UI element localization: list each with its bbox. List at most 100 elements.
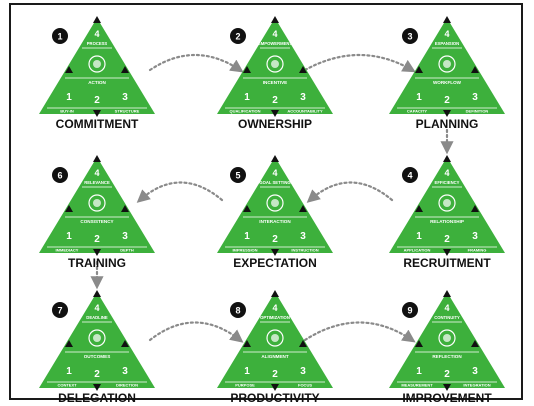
right-word: ACCOUNTABILITY bbox=[287, 109, 323, 114]
stage-label: EXPECTATION bbox=[233, 256, 317, 270]
marker-arrow-icon bbox=[299, 66, 307, 73]
corner-digit: 2 bbox=[444, 234, 450, 245]
marker-arrow-icon bbox=[271, 110, 279, 117]
top-word: RELEVANCE bbox=[84, 180, 110, 185]
marker-arrow-icon bbox=[443, 384, 451, 391]
wreath-center-icon bbox=[271, 60, 279, 68]
marker-arrow-icon bbox=[121, 66, 129, 73]
step-number: 5 bbox=[235, 171, 240, 181]
step-number-badge bbox=[230, 167, 246, 183]
center-word: INCENTIVE bbox=[263, 80, 288, 85]
stage-label: TRAINING bbox=[68, 256, 126, 270]
top-word: EMPOWERMENT bbox=[258, 41, 292, 46]
wreath-emblem-icon bbox=[88, 194, 106, 212]
stage-label: IMPROVEMENT bbox=[402, 391, 492, 405]
corner-digit: 4 bbox=[444, 29, 449, 39]
step-number: 3 bbox=[407, 32, 412, 42]
center-word: OUTCOMES bbox=[84, 354, 111, 359]
marker-arrow-icon bbox=[93, 290, 101, 297]
corner-digit: 4 bbox=[94, 303, 99, 313]
step-number-badge bbox=[230, 28, 246, 44]
wreath-emblem-icon bbox=[266, 329, 284, 347]
corner-digit: 3 bbox=[122, 366, 128, 377]
corner-digit: 3 bbox=[300, 231, 306, 242]
top-word: GOAL SETTING bbox=[259, 180, 290, 185]
marker-arrow-icon bbox=[443, 110, 451, 117]
step-number-badge bbox=[402, 167, 418, 183]
marker-arrow-icon bbox=[93, 110, 101, 117]
left-word: CAPACITY bbox=[407, 109, 427, 114]
left-word: QUALIFICATION bbox=[229, 109, 260, 114]
wreath-center-icon bbox=[443, 334, 451, 342]
step-number: 7 bbox=[57, 306, 62, 316]
corner-digit: 4 bbox=[94, 168, 99, 178]
step-number: 4 bbox=[407, 171, 412, 181]
center-word: ALIGNMENT bbox=[261, 354, 288, 359]
right-word: FOCUS bbox=[298, 383, 312, 388]
center-word: WORKFLOW bbox=[433, 80, 462, 85]
corner-digit: 1 bbox=[66, 366, 72, 377]
marker-arrow-icon bbox=[443, 249, 451, 256]
stage-label: RECRUITMENT bbox=[403, 256, 491, 270]
corner-digit: 1 bbox=[244, 231, 250, 242]
marker-arrow-icon bbox=[271, 249, 279, 256]
corner-digit: 3 bbox=[122, 231, 128, 242]
corner-digit: 3 bbox=[472, 92, 478, 103]
right-word: DEFINITION bbox=[466, 109, 489, 114]
step-number: 2 bbox=[235, 32, 240, 42]
step-number: 1 bbox=[57, 32, 62, 42]
marker-arrow-icon bbox=[271, 384, 279, 391]
marker-arrow-icon bbox=[271, 155, 279, 162]
corner-digit: 2 bbox=[94, 234, 100, 245]
corner-digit: 2 bbox=[94, 95, 100, 106]
top-word: OPTIMIZATION bbox=[260, 315, 290, 320]
marker-arrow-icon bbox=[243, 340, 251, 347]
marker-arrow-icon bbox=[271, 290, 279, 297]
stage-label: PRODUCTIVITY bbox=[230, 391, 319, 405]
wreath-center-icon bbox=[93, 334, 101, 342]
marker-arrow-icon bbox=[299, 205, 307, 212]
left-word: IMPRESSION bbox=[232, 248, 257, 253]
corner-digit: 1 bbox=[416, 366, 422, 377]
wreath-center-icon bbox=[93, 199, 101, 207]
wreath-emblem-icon bbox=[438, 194, 456, 212]
corner-digit: 4 bbox=[272, 303, 277, 313]
stage-label: DELEGATION bbox=[58, 391, 136, 405]
step-number-badge bbox=[230, 302, 246, 318]
center-word: ACTION bbox=[88, 80, 106, 85]
corner-digit: 4 bbox=[272, 29, 277, 39]
center-word: CONSISTENCY bbox=[80, 219, 113, 224]
step-number: 8 bbox=[235, 306, 240, 316]
top-word: DEADLINE bbox=[86, 315, 108, 320]
wreath-center-icon bbox=[443, 60, 451, 68]
wreath-center-icon bbox=[271, 199, 279, 207]
marker-arrow-icon bbox=[415, 340, 423, 347]
arrow-8-to-9 bbox=[303, 321, 416, 343]
wreath-emblem-icon bbox=[438, 55, 456, 73]
marker-arrow-icon bbox=[65, 205, 73, 212]
center-word: REFLECTION bbox=[432, 354, 462, 359]
corner-digit: 4 bbox=[444, 168, 449, 178]
marker-arrow-icon bbox=[65, 66, 73, 73]
step-number-badge bbox=[52, 302, 68, 318]
marker-arrow-icon bbox=[93, 384, 101, 391]
corner-digit: 3 bbox=[300, 92, 306, 103]
top-word: EFFICIENCY bbox=[435, 180, 460, 185]
corner-digit: 3 bbox=[472, 366, 478, 377]
step-number-badge bbox=[52, 28, 68, 44]
step-number: 9 bbox=[407, 306, 412, 316]
wreath-emblem-icon bbox=[88, 55, 106, 73]
step-number: 6 bbox=[57, 171, 62, 181]
marker-arrow-icon bbox=[121, 340, 129, 347]
corner-digit: 1 bbox=[244, 366, 250, 377]
marker-arrow-icon bbox=[415, 66, 423, 73]
center-word: RELATIONSHIP bbox=[430, 219, 464, 224]
wreath-emblem-icon bbox=[438, 329, 456, 347]
corner-digit: 3 bbox=[122, 92, 128, 103]
